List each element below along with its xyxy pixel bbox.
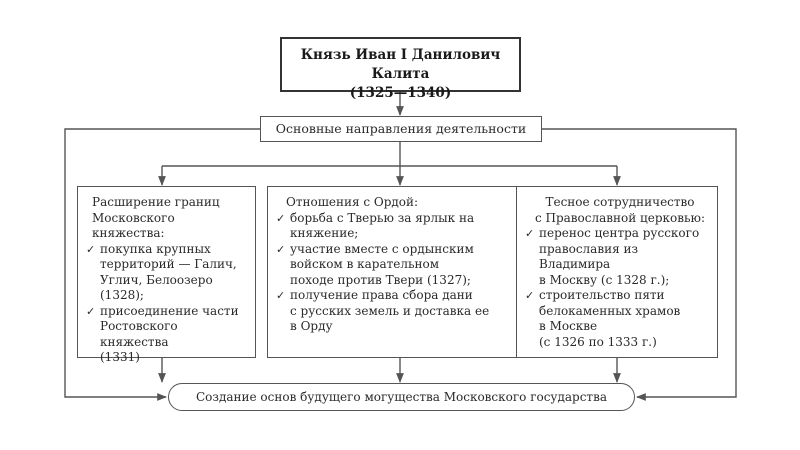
checkmark-icon: ✓ bbox=[276, 289, 286, 302]
item-line: борьба с Тверью за ярлык на bbox=[290, 210, 475, 225]
column-heading: Отношения с Ордой: bbox=[276, 195, 525, 211]
list-item: ✓ получение права сбора дани с русских з… bbox=[276, 288, 525, 335]
item-line: покупка крупных bbox=[100, 241, 211, 256]
column-church-cooperation: Тесное сотрудничество с Православной цер… bbox=[516, 186, 718, 358]
list-item: ✓ борьба с Тверью за ярлык на княжение; bbox=[276, 211, 525, 242]
item-line: с русских земель и доставка ее bbox=[290, 303, 490, 318]
item-line: получение права сбора дани bbox=[290, 288, 473, 302]
heading-line: Тесное сотрудничество bbox=[545, 195, 695, 209]
item-line: перенос центра русского bbox=[539, 226, 700, 240]
column-heading: Расширение границ Московского княжества: bbox=[86, 195, 247, 242]
result-label: Создание основ будущего могущества Моско… bbox=[196, 390, 607, 404]
item-list: ✓ борьба с Тверью за ярлык на княжение; … bbox=[276, 211, 525, 335]
checkmark-icon: ✓ bbox=[86, 242, 96, 256]
item-line: территорий — Галич, bbox=[100, 257, 237, 271]
item-line: строительство пяти bbox=[539, 288, 665, 302]
heading-line: Московского княжества: bbox=[92, 210, 175, 241]
item-line: княжение; bbox=[290, 226, 359, 240]
item-list: ✓ перенос центра русского православия из… bbox=[525, 226, 709, 350]
list-item: ✓ присоединение части Ростовского княжес… bbox=[86, 304, 247, 366]
item-line: участие вместе с ордынским bbox=[290, 241, 474, 256]
arrow-left-to-result bbox=[64, 128, 260, 401]
heading-line: Отношения с Ордой: bbox=[286, 195, 419, 209]
list-item: ✓ покупка крупных территорий — Галич, Уг… bbox=[86, 242, 247, 304]
title-box: Князь Иван I Данилович Калита (1325—1340… bbox=[280, 37, 521, 101]
column-territory-expansion: Расширение границ Московского княжества:… bbox=[77, 186, 256, 364]
item-line: (1331) bbox=[100, 350, 140, 364]
result-box: Создание основ будущего могущества Моско… bbox=[168, 383, 635, 411]
item-line: войском в карательном bbox=[290, 257, 440, 271]
item-line: присоединение части bbox=[100, 303, 239, 318]
heading-line: с Православной церковью: bbox=[534, 210, 706, 225]
item-line: в Москву (с 1328 г.); bbox=[539, 272, 670, 287]
column-heading: Тесное сотрудничество с Православной цер… bbox=[525, 195, 709, 226]
heading-line: Расширение границ bbox=[92, 195, 220, 209]
item-line: походе против Твери (1327); bbox=[290, 272, 471, 287]
list-item: ✓ участие вместе с ордынским войском в к… bbox=[276, 242, 525, 289]
checkmark-icon: ✓ bbox=[525, 289, 535, 302]
directions-box: Основные направления деятельности bbox=[260, 116, 542, 142]
item-line: в Орду bbox=[290, 319, 333, 333]
item-list: ✓ покупка крупных территорий — Галич, Уг… bbox=[86, 242, 247, 366]
list-item: ✓ перенос центра русского православия из… bbox=[525, 226, 709, 288]
item-line: православия из Владимира bbox=[539, 241, 638, 272]
item-line: Ростовского княжества bbox=[100, 319, 178, 349]
arrow-right-to-result bbox=[542, 128, 737, 401]
checkmark-icon: ✓ bbox=[525, 227, 535, 240]
item-line: Углич, Белоозеро bbox=[100, 272, 213, 287]
item-line: (1328); bbox=[100, 288, 144, 302]
column-horde-relations: Отношения с Ордой: ✓ борьба с Тверью за … bbox=[267, 186, 534, 358]
item-line: белокаменных храмов bbox=[539, 303, 681, 318]
checkmark-icon: ✓ bbox=[86, 304, 96, 318]
item-line: (с 1326 по 1333 г.) bbox=[539, 334, 657, 349]
directions-label: Основные направления деятельности bbox=[275, 121, 527, 136]
item-line: в Москве bbox=[539, 319, 598, 333]
checkmark-icon: ✓ bbox=[276, 211, 286, 225]
title-years: (1325—1340) bbox=[349, 85, 452, 101]
title-name: Князь Иван I Данилович Калита bbox=[300, 47, 501, 82]
checkmark-icon: ✓ bbox=[276, 242, 286, 256]
list-item: ✓ строительство пяти белокаменных храмов… bbox=[525, 288, 709, 350]
